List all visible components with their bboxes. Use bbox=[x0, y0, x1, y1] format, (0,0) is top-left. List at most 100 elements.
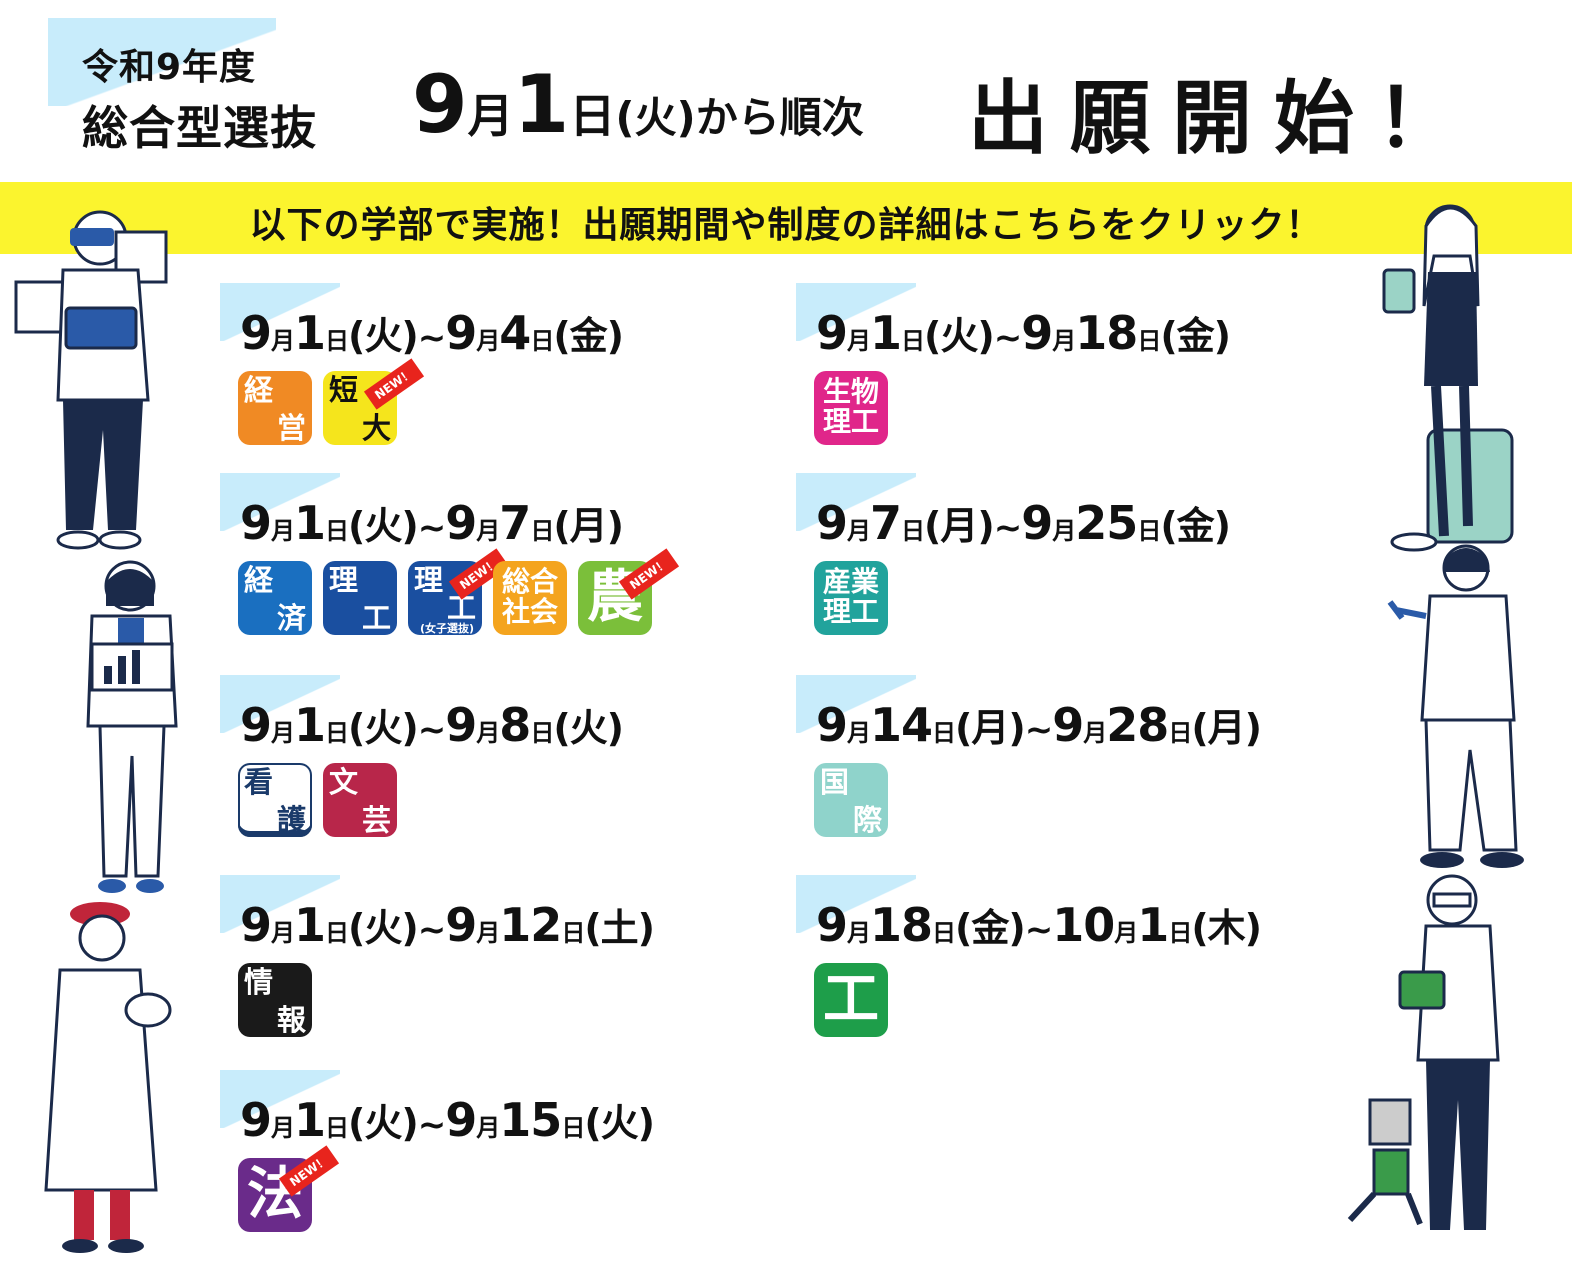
badge-label-top: 理 bbox=[414, 563, 444, 597]
end-day: 12 bbox=[499, 898, 562, 952]
faculty-badge[interactable]: 国際 bbox=[814, 763, 888, 837]
end-day: 4 bbox=[499, 306, 531, 360]
badge-label-top: 短 bbox=[329, 373, 359, 407]
faculty-badge[interactable]: 短大 bbox=[323, 371, 397, 445]
start-weekday: (金) bbox=[955, 906, 1026, 950]
group-accent-triangle bbox=[220, 473, 340, 531]
group-accent-triangle bbox=[220, 1070, 340, 1128]
application-period[interactable]: 9月1日(火)~9月12日(土) bbox=[240, 897, 655, 952]
faculty-badge[interactable]: 経営 bbox=[238, 371, 312, 445]
start-month: 9 bbox=[240, 496, 272, 550]
badge-label-bottom: 際 bbox=[852, 803, 882, 837]
end-day: 15 bbox=[499, 1093, 562, 1147]
application-period[interactable]: 9月1日(火)~9月15日(火) bbox=[240, 1092, 655, 1147]
application-start-title: 出願開始！ bbox=[968, 72, 1478, 165]
selection-label: 総合型選抜 bbox=[82, 101, 317, 155]
start-weekday: (月) bbox=[924, 504, 995, 548]
day-unit: 日 bbox=[1168, 919, 1192, 947]
application-period[interactable]: 9月1日(火)~9月18日(金) bbox=[816, 305, 1231, 360]
month-unit: 月 bbox=[271, 719, 295, 747]
badge-label: 産業 理工 bbox=[822, 565, 879, 628]
faculty-badge[interactable]: 理工 bbox=[323, 561, 397, 635]
header-accent-triangle bbox=[48, 18, 276, 106]
faculty-badge[interactable]: 工 bbox=[814, 963, 888, 1037]
badge-label-top: 経 bbox=[244, 373, 274, 407]
start-month: 9 bbox=[240, 698, 272, 752]
day-unit: 日 bbox=[932, 919, 956, 947]
end-month: 9 bbox=[445, 496, 477, 550]
start-day: 1 bbox=[294, 898, 326, 952]
day-unit: 日 bbox=[325, 719, 349, 747]
end-weekday: (木) bbox=[1191, 906, 1262, 950]
badge-label-bottom: 済 bbox=[276, 601, 306, 635]
start-day: 14 bbox=[870, 698, 933, 752]
start-day: 7 bbox=[870, 496, 902, 550]
start-month: 9 bbox=[240, 898, 272, 952]
year-label: 令和9年度 bbox=[82, 47, 257, 88]
badge-label-top: 国 bbox=[820, 765, 850, 799]
faculty-badge[interactable]: 経済 bbox=[238, 561, 312, 635]
day-unit: 日 bbox=[325, 919, 349, 947]
faculty-badge[interactable]: 情報 bbox=[238, 963, 312, 1037]
month-unit: 月 bbox=[271, 517, 295, 545]
month-unit: 月 bbox=[271, 327, 295, 355]
month-unit: 月 bbox=[847, 719, 871, 747]
range-tilde: ~ bbox=[993, 508, 1022, 548]
end-month: 9 bbox=[445, 698, 477, 752]
application-period[interactable]: 9月7日(月)~9月25日(金) bbox=[816, 495, 1231, 550]
month-unit: 月 bbox=[476, 1114, 500, 1142]
banner-link-text[interactable]: 以下の学部で実施！出願期間や制度の詳細はこちらをクリック！ bbox=[249, 205, 1323, 246]
faculty-badge[interactable]: 生物 理工 bbox=[814, 371, 888, 445]
range-tilde: ~ bbox=[417, 710, 446, 750]
month-unit: 月 bbox=[476, 719, 500, 747]
range-tilde: ~ bbox=[417, 508, 446, 548]
badge-label-top: 看 bbox=[244, 765, 274, 799]
range-tilde: ~ bbox=[417, 318, 446, 358]
application-period[interactable]: 9月1日(火)~9月8日(火) bbox=[240, 697, 624, 752]
end-day: 28 bbox=[1106, 698, 1169, 752]
end-weekday: (土) bbox=[584, 906, 655, 950]
application-period[interactable]: 9月18日(金)~10月1日(木) bbox=[816, 897, 1262, 952]
start-day: 1 bbox=[294, 698, 326, 752]
day-unit: 日 bbox=[530, 327, 554, 355]
group-accent-triangle bbox=[796, 875, 916, 933]
application-period[interactable]: 9月1日(火)~9月7日(月) bbox=[240, 495, 624, 550]
day-unit: 日 bbox=[561, 1114, 585, 1142]
month-unit: 月 bbox=[1083, 719, 1107, 747]
yellow-banner[interactable] bbox=[0, 182, 1572, 254]
badge-label-bottom: 報 bbox=[276, 1003, 306, 1037]
end-month: 9 bbox=[1021, 496, 1053, 550]
badge-label-bottom: 護 bbox=[276, 803, 306, 837]
end-month: 9 bbox=[1021, 306, 1053, 360]
application-period[interactable]: 9月14日(月)~9月28日(月) bbox=[816, 697, 1262, 752]
application-period[interactable]: 9月1日(火)~9月4日(金) bbox=[240, 305, 624, 360]
faculty-badge[interactable]: 産業 理工 bbox=[814, 561, 888, 635]
month-unit: 月 bbox=[476, 919, 500, 947]
badge-label: 生物 理工 bbox=[822, 375, 879, 438]
end-month: 9 bbox=[445, 306, 477, 360]
day-unit: 日 bbox=[561, 919, 585, 947]
range-tilde: ~ bbox=[417, 1105, 446, 1145]
group-accent-triangle bbox=[220, 875, 340, 933]
start-weekday: (火) bbox=[348, 314, 419, 358]
month-unit: 月 bbox=[847, 327, 871, 355]
start-weekday: (火) bbox=[348, 906, 419, 950]
start-month: 9 bbox=[816, 698, 848, 752]
faculty-badge[interactable]: 看護 bbox=[238, 763, 312, 837]
end-day: 1 bbox=[1137, 898, 1169, 952]
day-unit: 日 bbox=[530, 719, 554, 747]
end-day: 7 bbox=[499, 496, 531, 550]
day-unit: 日 bbox=[901, 327, 925, 355]
start-day: 1 bbox=[294, 306, 326, 360]
month-unit: 月 bbox=[476, 327, 500, 355]
start-month: 9 bbox=[816, 898, 848, 952]
end-weekday: (金) bbox=[1160, 504, 1231, 548]
badge-label: 工 bbox=[823, 967, 879, 1032]
start-month: 9 bbox=[816, 306, 848, 360]
faculty-badge[interactable]: 総合 社会 bbox=[493, 561, 567, 635]
faculty-badge[interactable]: 文芸 bbox=[323, 763, 397, 837]
day-unit: 日 bbox=[1137, 327, 1161, 355]
start-day: 1 bbox=[294, 496, 326, 550]
start-month: 9 bbox=[240, 1093, 272, 1147]
end-weekday: (金) bbox=[1160, 314, 1231, 358]
